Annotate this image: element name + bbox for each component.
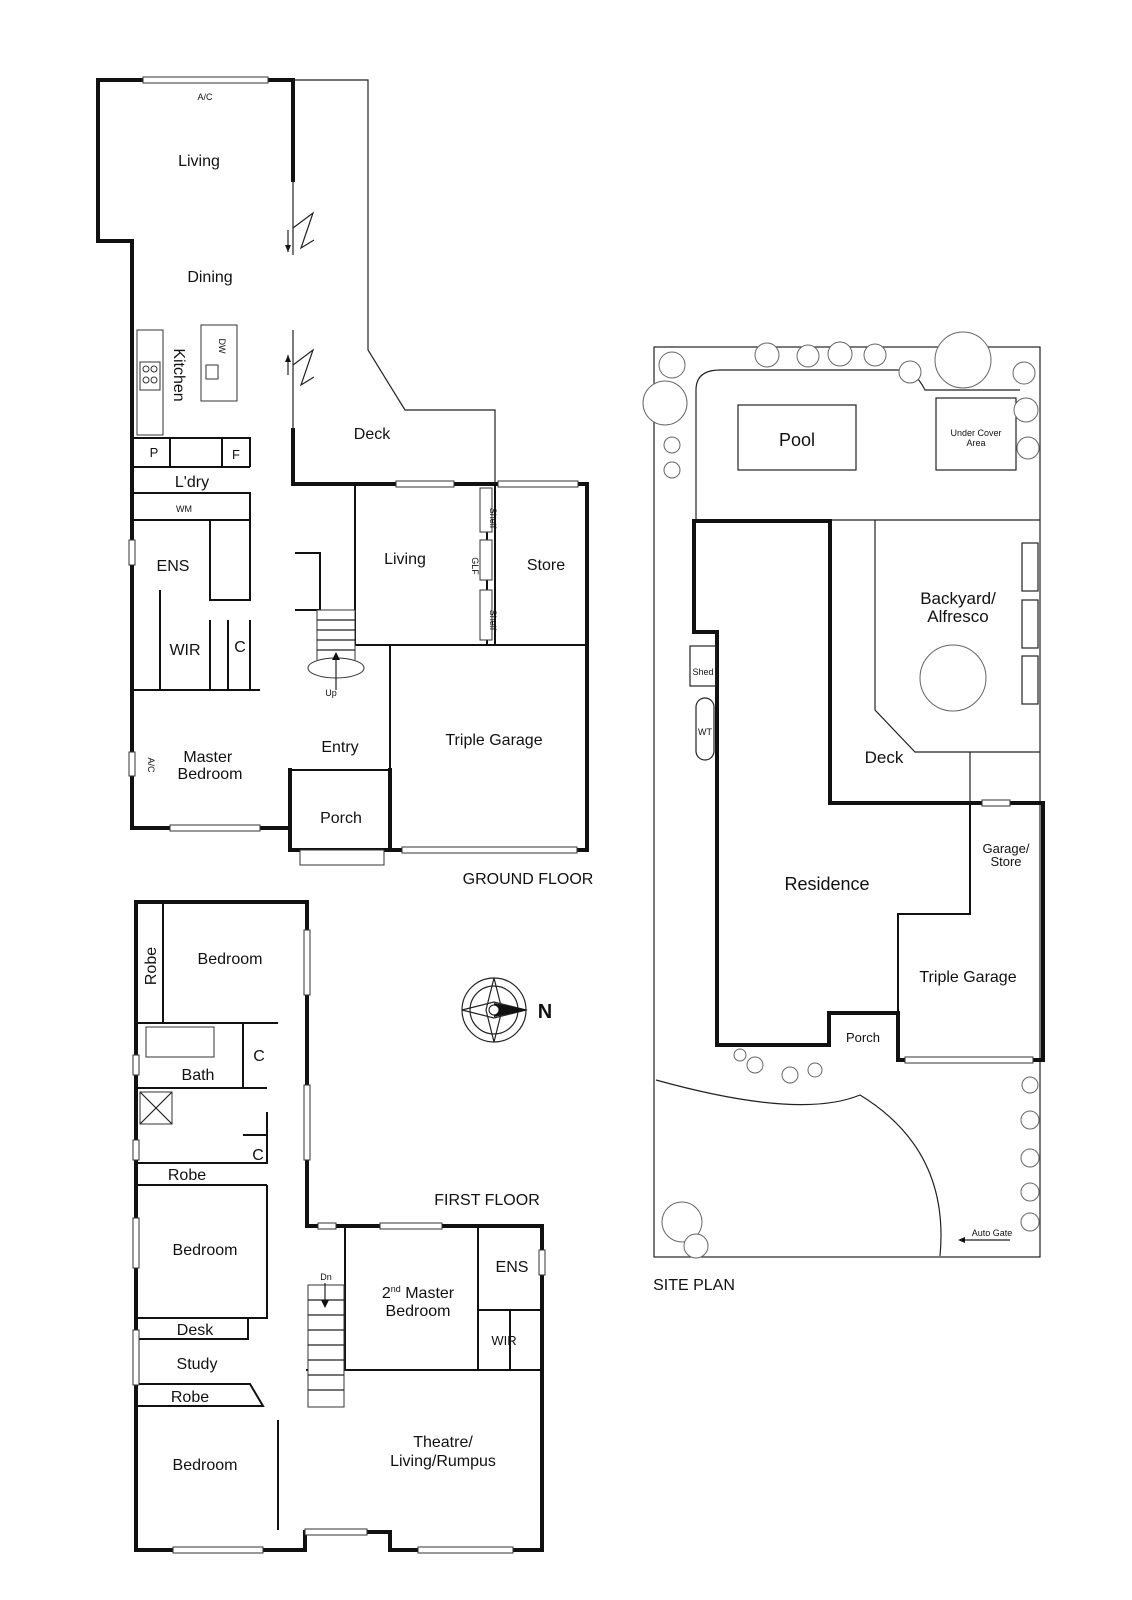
ground-floor-plan: Living A/C Dining Kitchen DW Deck P F L'… (96, 76, 594, 888)
first-floor-plan: Bedroom Robe C Bath C Robe Bedroom Desk … (132, 900, 546, 1554)
first-floor-windows (132, 929, 546, 1554)
site-label-wt: WT (698, 727, 712, 737)
site-label-deck: Deck (865, 748, 904, 767)
master-bedroom-line1: Master (183, 749, 233, 766)
ground-floor-windows (128, 76, 579, 854)
first-floor-stairs (307, 1283, 345, 1408)
stair-up-label: Up (325, 688, 337, 698)
ac-side-label: A/C (146, 757, 156, 773)
site-plan-title: SITE PLAN (653, 1277, 735, 1294)
room-theatre-line2: Living/Rumpus (390, 1453, 496, 1470)
bifold-door-lower (292, 330, 315, 430)
glf-label: GLF (470, 557, 480, 575)
site-label-under-cover-line1: Under Cover (950, 428, 1001, 438)
room-bedroom-1: Bedroom (198, 951, 263, 968)
room-robe-3: Robe (171, 1389, 209, 1406)
site-label-triple-garage: Triple Garage (919, 969, 1016, 986)
room-theatre-line1: Theatre/ (413, 1434, 473, 1451)
site-label-garage-store-line2: Store (990, 854, 1021, 869)
ground-floor-stairs (307, 609, 365, 690)
room-cupboard-1: C (253, 1048, 265, 1065)
compass-north-arrow-icon (494, 1003, 528, 1017)
room-study: Study (177, 1356, 218, 1373)
room-living-rear: Living (384, 551, 426, 568)
ground-floor-title: GROUND FLOOR (463, 871, 594, 888)
room-laundry: L'dry (175, 474, 209, 491)
auto-gate-arrow-icon (958, 1237, 965, 1243)
second-master-ordinal: 2 (382, 1285, 391, 1302)
washing-machine-label: WM (176, 504, 192, 514)
room-cupboard: C (234, 639, 246, 656)
room-living-main: Living (178, 153, 220, 170)
room-pantry: P (150, 445, 159, 460)
room-fridge: F (232, 447, 240, 462)
room-dining: Dining (187, 269, 232, 286)
room-desk: Desk (177, 1322, 214, 1339)
room-cupboard-2: C (252, 1147, 264, 1164)
first-floor-title: FIRST FLOOR (434, 1192, 540, 1209)
stair-down-label: Dn (320, 1272, 332, 1282)
bathtub (145, 1026, 215, 1058)
site-label-residence: Residence (784, 874, 869, 894)
deck-outline (293, 79, 496, 484)
bifold-door-upper (292, 180, 315, 255)
room-ensuite: ENS (157, 558, 190, 575)
ac-top-label: A/C (197, 92, 213, 102)
room-robe-1: Robe (143, 947, 160, 985)
room-entry: Entry (321, 739, 358, 756)
master-bedroom-line2: Bedroom (178, 766, 243, 783)
under-cover-area (935, 397, 1017, 471)
site-label-pool: Pool (779, 430, 815, 450)
pool (737, 404, 857, 471)
room-second-master-line2: Bedroom (386, 1303, 451, 1320)
room-bedroom-2: Bedroom (173, 1242, 238, 1259)
compass-rose: N (461, 977, 552, 1043)
site-label-backyard-line2: Alfresco (927, 607, 988, 626)
room-wir: WIR (169, 642, 200, 659)
room-store: Store (527, 557, 565, 574)
room-bedroom-3: Bedroom (173, 1457, 238, 1474)
first-floor-inner-walls (135, 902, 542, 1550)
ground-floor-inner-walls (132, 437, 587, 771)
kitchen-fixtures (136, 324, 238, 436)
room-kitchen: Kitchen (170, 348, 187, 401)
residence-inner-walls (828, 803, 971, 1060)
site-plan: Pool Under Cover Area Backyard/ Alfresco… (642, 331, 1045, 1294)
room-bath: Bath (182, 1067, 215, 1084)
site-label-backyard-line1: Backyard/ (920, 589, 996, 608)
room-triple-garage: Triple Garage (445, 732, 542, 749)
room-porch: Porch (320, 810, 362, 827)
site-label-shed: Shed (692, 667, 713, 677)
room-second-master-line1: 2nd Master (382, 1284, 455, 1302)
dishwasher-label: DW (217, 339, 227, 354)
second-master-word: Master (401, 1285, 455, 1302)
site-label-garage-store-line1: Garage/ (983, 841, 1030, 856)
driveway-curve (655, 1079, 942, 1257)
room-deck: Deck (354, 426, 391, 443)
room-master-bedroom: Master Bedroom (178, 749, 243, 783)
room-robe-2: Robe (168, 1167, 206, 1184)
site-label-porch: Porch (846, 1030, 880, 1045)
compass-north-label: N (538, 1001, 552, 1023)
site-label-auto-gate: Auto Gate (972, 1228, 1013, 1238)
room-ensuite-first: ENS (496, 1259, 529, 1276)
site-label-under-cover-line2: Area (966, 438, 985, 448)
shelf-top-label: Shelf (488, 508, 498, 529)
porch-step (299, 849, 385, 866)
room-wir-first: WIR (491, 1333, 516, 1348)
second-master-superscript: nd (391, 1284, 401, 1294)
site-plan-trees (642, 331, 1040, 1259)
shelf-bottom-label: Shelf (488, 610, 498, 631)
